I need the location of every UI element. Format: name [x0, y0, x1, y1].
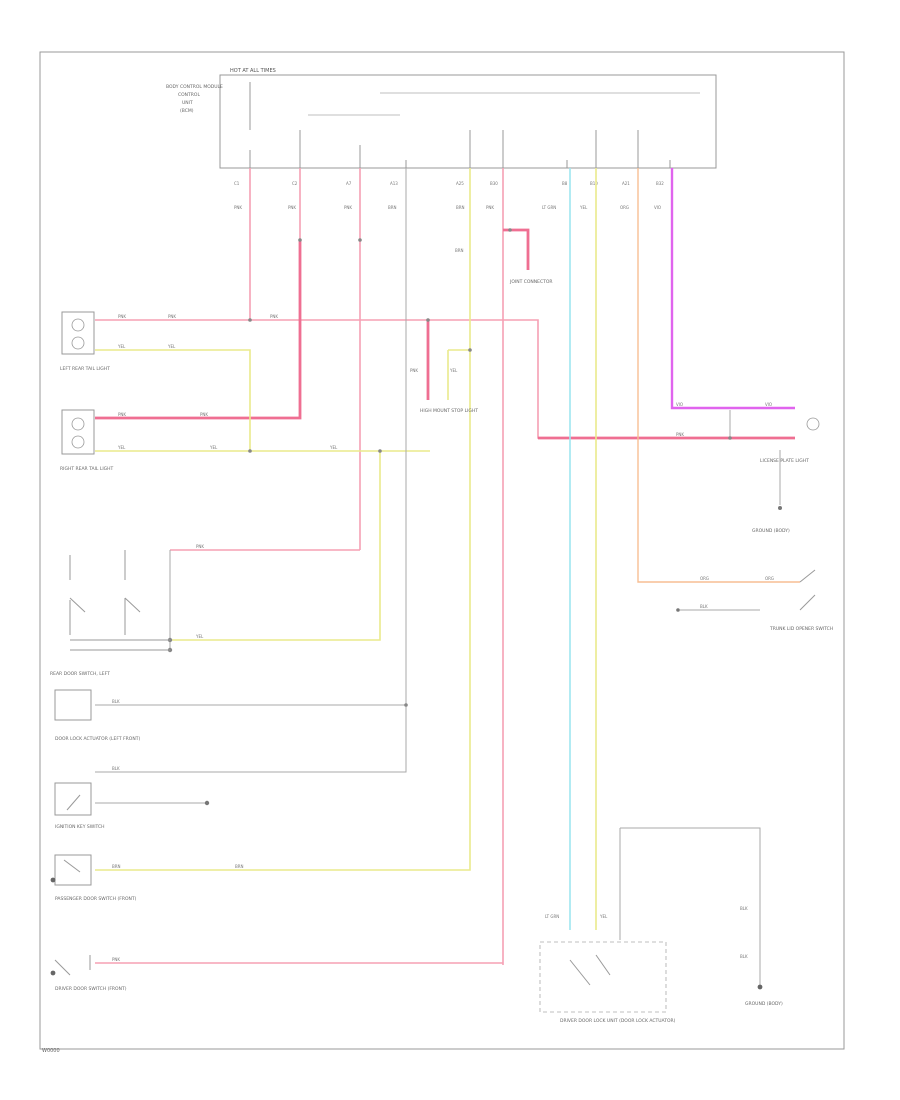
route-label: BLK	[700, 604, 708, 609]
route-label: LT GRN	[545, 914, 559, 919]
route-label: PNK	[410, 368, 418, 373]
route-label: YEL	[195, 634, 204, 639]
wire-color-label: ORG	[620, 205, 629, 210]
diagram-border	[39, 51, 845, 1050]
wire-color-label: VIO	[654, 205, 661, 210]
right-rear-lamp-label: RIGHT REAR TAIL LIGHT	[60, 466, 114, 472]
left-rear-lamp-label: LEFT REAR TAIL LIGHT	[60, 366, 110, 372]
route-label: PNK	[196, 544, 204, 549]
body-control-module: HOT AT ALL TIMES BODY CONTROL MODULE CON…	[166, 68, 717, 169]
pin-label: A7	[346, 181, 352, 186]
wire-yellow	[95, 168, 597, 930]
route-label: BLK	[112, 699, 120, 704]
door-lock-actuator: DOOR LOCK ACTUATOR (LEFT FRONT)	[54, 689, 140, 742]
wire-color-label: YEL	[579, 205, 588, 210]
ground-right-label: GROUND (BODY)	[752, 528, 790, 534]
driver-door-lock-unit: DRIVER DOOR LOCK UNIT (DOOR LOCK ACTUATO…	[539, 941, 676, 1024]
route-label: VIO	[765, 402, 772, 407]
module-fuse-label: HOT AT ALL TIMES	[230, 68, 276, 74]
route-label: PNK	[270, 314, 278, 319]
route-label: YEL	[117, 445, 126, 450]
left-rear-lamp: LEFT REAR TAIL LIGHT	[60, 311, 110, 372]
route-label: PNK	[118, 412, 126, 417]
route-label: BRN	[235, 864, 244, 869]
wire-color-label: BRN	[388, 205, 397, 210]
rear-switches-label: REAR DOOR SWITCH, LEFT	[50, 671, 110, 677]
route-label: PNK	[168, 314, 176, 319]
ground-bottom-label: GROUND (BODY)	[745, 1001, 783, 1007]
wire-color-label: LT GRN	[542, 205, 556, 210]
driver-switch-label: DRIVER DOOR SWITCH (FRONT)	[55, 986, 127, 992]
route-label: PNK	[676, 432, 684, 437]
route-label: YEL	[599, 914, 608, 919]
module-name: BODY CONTROL MODULE	[166, 84, 223, 90]
junction-label: JOINT CONNECTOR	[509, 279, 553, 285]
license-lamp-label: LICENSE PLATE LIGHT	[760, 458, 809, 464]
wire-color-label: PNK	[234, 205, 242, 210]
pin-label: C2	[292, 181, 298, 186]
wire-pink	[95, 168, 670, 965]
bottom-ground: GROUND (BODY)	[745, 984, 783, 1007]
module-line-2: UNIT	[182, 100, 193, 106]
route-label: YEL	[209, 445, 218, 450]
key-switch-label: IGNITION KEY SWITCH	[55, 824, 105, 830]
route-label: YEL	[117, 344, 126, 349]
pin-label: A21	[622, 181, 630, 186]
wire-color-label: BRN	[456, 205, 465, 210]
wire-color-label: PNK	[486, 205, 494, 210]
license-plate-lamp: LICENSE PLATE LIGHT GROUND (BODY)	[752, 417, 820, 534]
pin-label: A25	[456, 181, 464, 186]
right-rear-lamp: RIGHT REAR TAIL LIGHT	[60, 409, 114, 472]
passenger-switch-label: PASSENGER DOOR SWITCH (FRONT)	[55, 896, 137, 902]
driver-door-switch: DRIVER DOOR SWITCH (FRONT)	[50, 955, 127, 992]
passenger-door-switch: PASSENGER DOOR SWITCH (FRONT)	[50, 854, 137, 902]
route-label: YEL	[449, 368, 458, 373]
wire-gray	[95, 168, 781, 985]
pin-label: C1	[234, 181, 240, 186]
splice-points	[167, 228, 732, 707]
route-label: BLK	[112, 766, 120, 771]
route-label: PNK	[200, 412, 208, 417]
route-label: BLK	[740, 906, 748, 911]
route-label: BRN	[112, 864, 121, 869]
route-label: PNK	[112, 957, 120, 962]
wire-route-labels: PNK PNK PNK YEL YEL PNK PNK YEL YEL YEL …	[112, 248, 774, 962]
route-label: VIO	[676, 402, 683, 407]
center-lamp-label: HIGH MOUNT STOP LIGHT	[420, 408, 478, 414]
route-label: ORG	[700, 576, 709, 581]
route-label: PNK	[118, 314, 126, 319]
pin-label: B10	[590, 181, 598, 186]
route-label: ORG	[765, 576, 774, 581]
module-line-3: (BCM)	[180, 108, 194, 114]
trunk-lid-switch: TRUNK LID OPENER SWITCH	[676, 569, 833, 632]
wire-orange	[637, 168, 800, 583]
module-pins	[249, 130, 671, 168]
ignition-key-switch: IGNITION KEY SWITCH	[54, 782, 210, 830]
lock-unit-bottom-label: DRIVER DOOR LOCK UNIT (DOOR LOCK ACTUATO…	[560, 1018, 676, 1024]
route-label: YEL	[167, 344, 176, 349]
door-lock-unit-label: DOOR LOCK ACTUATOR (LEFT FRONT)	[55, 736, 140, 742]
pin-label: B30	[490, 181, 498, 186]
route-label: BLK	[740, 954, 748, 959]
rear-door-switches	[69, 550, 170, 651]
route-label: YEL	[329, 445, 338, 450]
module-line-1: CONTROL	[178, 92, 200, 98]
footer-code: W0000	[42, 1048, 60, 1054]
wire-color-label: PNK	[288, 205, 296, 210]
wire-violet	[670, 168, 795, 410]
route-label: BRN	[455, 248, 464, 253]
pin-label: A13	[390, 181, 398, 186]
pin-label: B8	[562, 181, 568, 186]
wire-color-label: PNK	[344, 205, 352, 210]
pin-label: B32	[656, 181, 664, 186]
trunk-switch-label: TRUNK LID OPENER SWITCH	[769, 626, 833, 632]
